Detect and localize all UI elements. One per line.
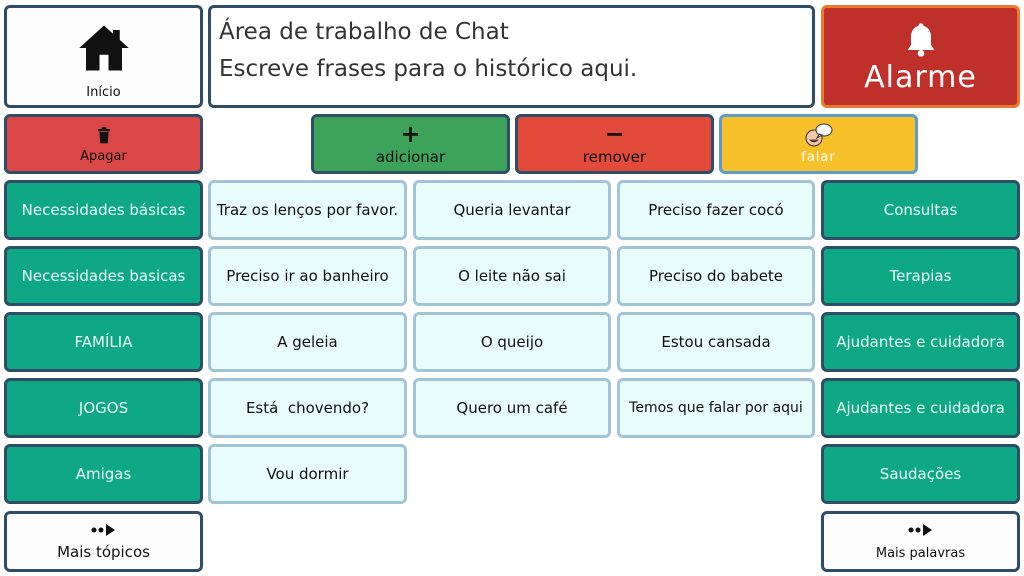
- delete-button[interactable]: Apagar: [4, 114, 203, 174]
- remove-label: remover: [582, 148, 647, 166]
- plus-icon: +: [400, 120, 421, 148]
- minus-icon: −: [604, 120, 625, 148]
- home-label: Início: [86, 85, 121, 100]
- chat-workspace[interactable]: Área de trabalho de Chat Escreve frases …: [208, 5, 815, 108]
- more-topics-label: Mais tópicos: [57, 542, 150, 561]
- chat-line-2: Escreve frases para o histórico aqui.: [219, 56, 638, 82]
- more-words-button[interactable]: Mais palavras: [821, 511, 1020, 572]
- more-arrow-icon: [908, 523, 932, 536]
- phrase-button[interactable]: Traz os lenços por favor.: [208, 180, 407, 240]
- add-label: adicionar: [375, 148, 446, 166]
- category-left-2[interactable]: Necessidades basicas: [4, 246, 203, 306]
- category-left-3[interactable]: FAMÍLIA: [4, 312, 203, 372]
- chat-line-1: Área de trabalho de Chat: [219, 19, 509, 45]
- home-button[interactable]: Início: [4, 5, 203, 108]
- trash-icon: [97, 126, 110, 143]
- phrase-button[interactable]: Temos que falar por aqui: [617, 378, 815, 438]
- speak-label: falar: [801, 150, 836, 165]
- phrase-button[interactable]: Preciso fazer cocó: [617, 180, 815, 240]
- more-topics-button[interactable]: Mais tópicos: [4, 511, 203, 572]
- category-right-2[interactable]: Terapias: [821, 246, 1020, 306]
- phrase-button[interactable]: O leite não sai: [413, 246, 611, 306]
- phrase-button[interactable]: Estou cansada: [617, 312, 815, 372]
- delete-label: Apagar: [80, 148, 127, 164]
- speech-bubble-icon: [805, 123, 832, 147]
- phrase-button[interactable]: A geleia: [208, 312, 407, 372]
- bell-icon: [907, 23, 934, 57]
- category-left-5[interactable]: Amigas: [4, 444, 203, 504]
- category-right-1[interactable]: Consultas: [821, 180, 1020, 240]
- phrase-button[interactable]: Preciso do babete: [617, 246, 815, 306]
- add-button[interactable]: + adicionar: [311, 114, 510, 174]
- more-arrow-icon: [91, 523, 115, 536]
- phrase-button[interactable]: Queria levantar: [413, 180, 611, 240]
- category-left-1[interactable]: Necessidades básicas: [4, 180, 203, 240]
- category-right-5[interactable]: Saudações: [821, 444, 1020, 504]
- alarm-button[interactable]: Alarme: [821, 5, 1020, 108]
- category-right-3[interactable]: Ajudantes e cuidadora: [821, 312, 1020, 372]
- phrase-button[interactable]: Vou dormir: [208, 444, 407, 504]
- phrase-button[interactable]: Está chovendo?: [208, 378, 407, 438]
- more-words-label: Mais palavras: [875, 545, 966, 561]
- remove-button[interactable]: − remover: [515, 114, 714, 174]
- phrase-button[interactable]: Preciso ir ao banheiro: [208, 246, 407, 306]
- phrase-button[interactable]: Quero um café: [413, 378, 611, 438]
- category-left-4[interactable]: JOGOS: [4, 378, 203, 438]
- category-right-4[interactable]: Ajudantes e cuidadora: [821, 378, 1020, 438]
- alarm-label: Alarme: [864, 60, 977, 95]
- speak-button[interactable]: falar: [719, 114, 918, 174]
- phrase-button[interactable]: O queijo: [413, 312, 611, 372]
- home-icon: [78, 25, 129, 71]
